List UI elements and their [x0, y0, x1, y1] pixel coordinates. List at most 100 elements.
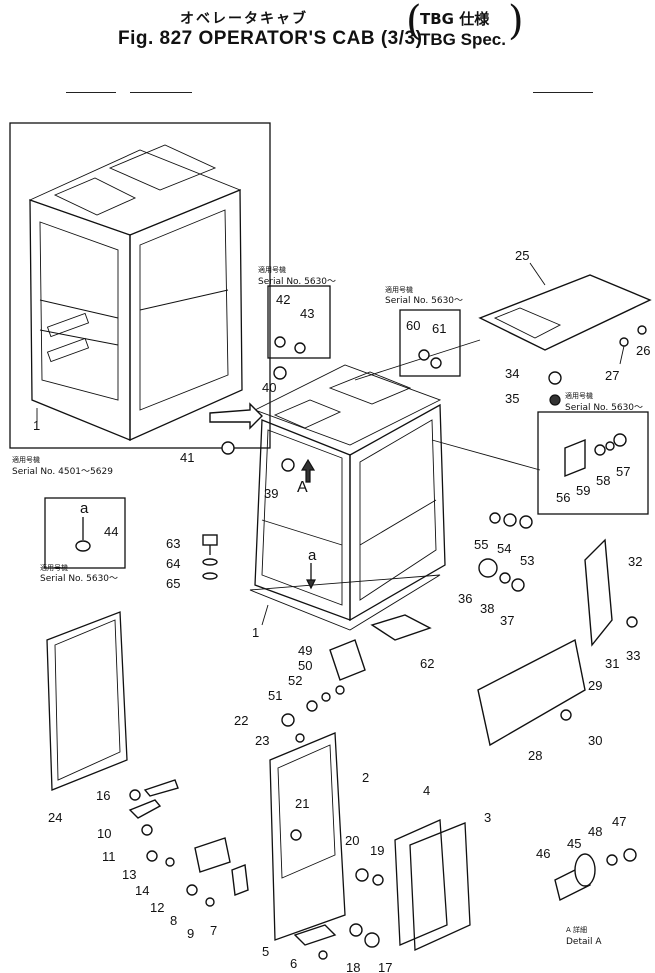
part-label-6: 6: [290, 956, 297, 971]
view-arrow-icon: [209, 402, 263, 430]
part-label-25: 25: [515, 248, 529, 263]
window-glass-4: [394, 819, 448, 946]
cab-frame-main: [249, 364, 446, 631]
part-label-36: 36: [458, 591, 472, 606]
arrow-up-icon: [300, 458, 316, 483]
part-label-10: 10: [97, 826, 111, 841]
part-label-42: 42: [276, 292, 290, 307]
part-label-9: 9: [187, 926, 194, 941]
detail-a-jp: A 詳細: [566, 925, 587, 934]
serial-note-60: Serial No. 5630～: [385, 296, 463, 306]
part-label-46: 46: [536, 846, 550, 861]
side-panel: [584, 538, 613, 647]
part-label-8: 8: [170, 913, 177, 928]
part-label-44: 44: [104, 524, 118, 539]
spec-label: TBG Spec.: [420, 30, 506, 49]
part-label-16: 16: [96, 788, 110, 803]
part-label-3: 3: [484, 810, 491, 825]
figure-title: Fig. 827 OPERATOR'S CAB (3/3): [118, 28, 423, 49]
bracket-close: ): [508, 0, 524, 44]
rear-panel: [477, 638, 586, 747]
part-label-48: 48: [588, 824, 602, 839]
part-label-43: 43: [300, 306, 314, 321]
part-label-1: 1: [252, 625, 259, 640]
part-label-64: 64: [166, 556, 180, 571]
part-label-49: 49: [298, 643, 312, 658]
part-label-2: 2: [362, 770, 369, 785]
part-label-24: 24: [48, 810, 62, 825]
part-label-50: 50: [298, 658, 312, 673]
part-label-38: 38: [480, 601, 494, 616]
part-label-28: 28: [528, 748, 542, 763]
rule-line: [130, 92, 192, 93]
part-label-22: 22: [234, 713, 248, 728]
part-label-30: 30: [588, 733, 602, 748]
part-label-27: 27: [605, 368, 619, 383]
part-label-39: 39: [264, 486, 278, 501]
part-label-18: 18: [346, 960, 360, 973]
part-label-61: 61: [432, 321, 446, 336]
part-label-37: 37: [500, 613, 514, 628]
part-label-40: 40: [262, 380, 276, 395]
part-label-29: 29: [588, 678, 602, 693]
serial-note-42-jp: 適用号機: [258, 265, 286, 274]
part-label-55: 55: [474, 537, 488, 552]
serial-note-42: Serial No. 5630～: [258, 277, 336, 287]
bracket-open: (: [406, 0, 422, 44]
part-label-12: 12: [150, 900, 164, 915]
part-label-56: 56: [556, 490, 570, 505]
part-label-57: 57: [616, 464, 630, 479]
part-label-65: 65: [166, 576, 180, 591]
part-label-1-inset: 1: [33, 418, 40, 433]
part-label-59: 59: [576, 483, 590, 498]
part-label-4: 4: [423, 783, 430, 798]
part-label-31: 31: [605, 656, 619, 671]
part-label-41: 41: [180, 450, 194, 465]
serial-note-60-jp: 適用号機: [385, 285, 413, 294]
part-label-60: 60: [406, 318, 420, 333]
detail-box-44: [44, 497, 126, 569]
serial-note-44: Serial No. 5630～: [40, 574, 118, 584]
part-label-32: 32: [628, 554, 642, 569]
part-label-21: 21: [295, 796, 309, 811]
window-glass-3: [409, 822, 471, 951]
part-label-26: 26: [636, 343, 650, 358]
part-label-54: 54: [497, 541, 511, 556]
part-label-19: 19: [370, 843, 384, 858]
part-label-47: 47: [612, 814, 626, 829]
serial-note-jp: 適用号機: [12, 455, 40, 464]
part-label-53: 53: [520, 553, 534, 568]
rule-line: [66, 92, 116, 93]
part-label-62: 62: [420, 656, 434, 671]
arrow-a-label: A: [297, 479, 308, 496]
part-label-51: 51: [268, 688, 282, 703]
detail-box-60: [399, 309, 461, 377]
serial-note-56: Serial No. 5630～: [565, 403, 643, 413]
small-a-label-2: a: [80, 500, 89, 517]
part-label-11: 11: [102, 849, 116, 864]
door-frame: [269, 732, 346, 941]
cab-frame-old: [28, 144, 243, 442]
part-label-20: 20: [345, 833, 359, 848]
detail-box-42: [267, 285, 331, 359]
part-label-14: 14: [135, 883, 149, 898]
serial-note-old: Serial No. 4501～5629: [12, 467, 113, 477]
part-label-13: 13: [122, 867, 136, 882]
part-label-17: 17: [378, 960, 392, 973]
spec-label-japanese: TBG 仕様: [420, 10, 490, 28]
rule-line: [533, 92, 593, 93]
part-label-58: 58: [596, 473, 610, 488]
part-label-34: 34: [505, 366, 519, 381]
part-label-63: 63: [166, 536, 180, 551]
part-label-45: 45: [567, 836, 581, 851]
serial-note-56-jp: 適用号機: [565, 391, 593, 400]
figure-title-japanese: オベレータキャブ: [180, 11, 308, 27]
serial-note-44-jp: 適用号機: [40, 563, 68, 572]
window-frame-24: [46, 611, 128, 791]
part-label-7: 7: [210, 923, 217, 938]
part-label-52: 52: [288, 673, 302, 688]
small-a-label: a: [308, 547, 317, 564]
detail-box-56: [537, 411, 649, 515]
floor-plate: [370, 614, 432, 641]
